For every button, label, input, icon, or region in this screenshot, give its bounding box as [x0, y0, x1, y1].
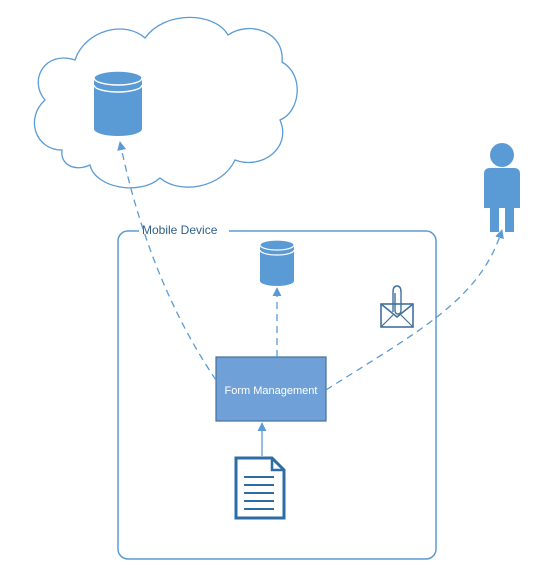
container-label: Mobile Device	[142, 223, 218, 237]
cloud-database-icon	[93, 70, 143, 136]
mail-attachment-icon	[380, 285, 414, 328]
mobile-device-container: Mobile Device	[117, 223, 437, 560]
form-management-process: Form Management	[215, 356, 327, 422]
person-icon	[484, 143, 520, 232]
connector-to-cloud-database	[117, 141, 217, 381]
connector-to-user	[325, 229, 504, 391]
document-icon	[234, 456, 286, 520]
local-database-icon	[259, 239, 295, 286]
connectors	[117, 141, 504, 391]
cloud-icon	[33, 16, 298, 189]
process-label: Form Management	[225, 385, 318, 397]
